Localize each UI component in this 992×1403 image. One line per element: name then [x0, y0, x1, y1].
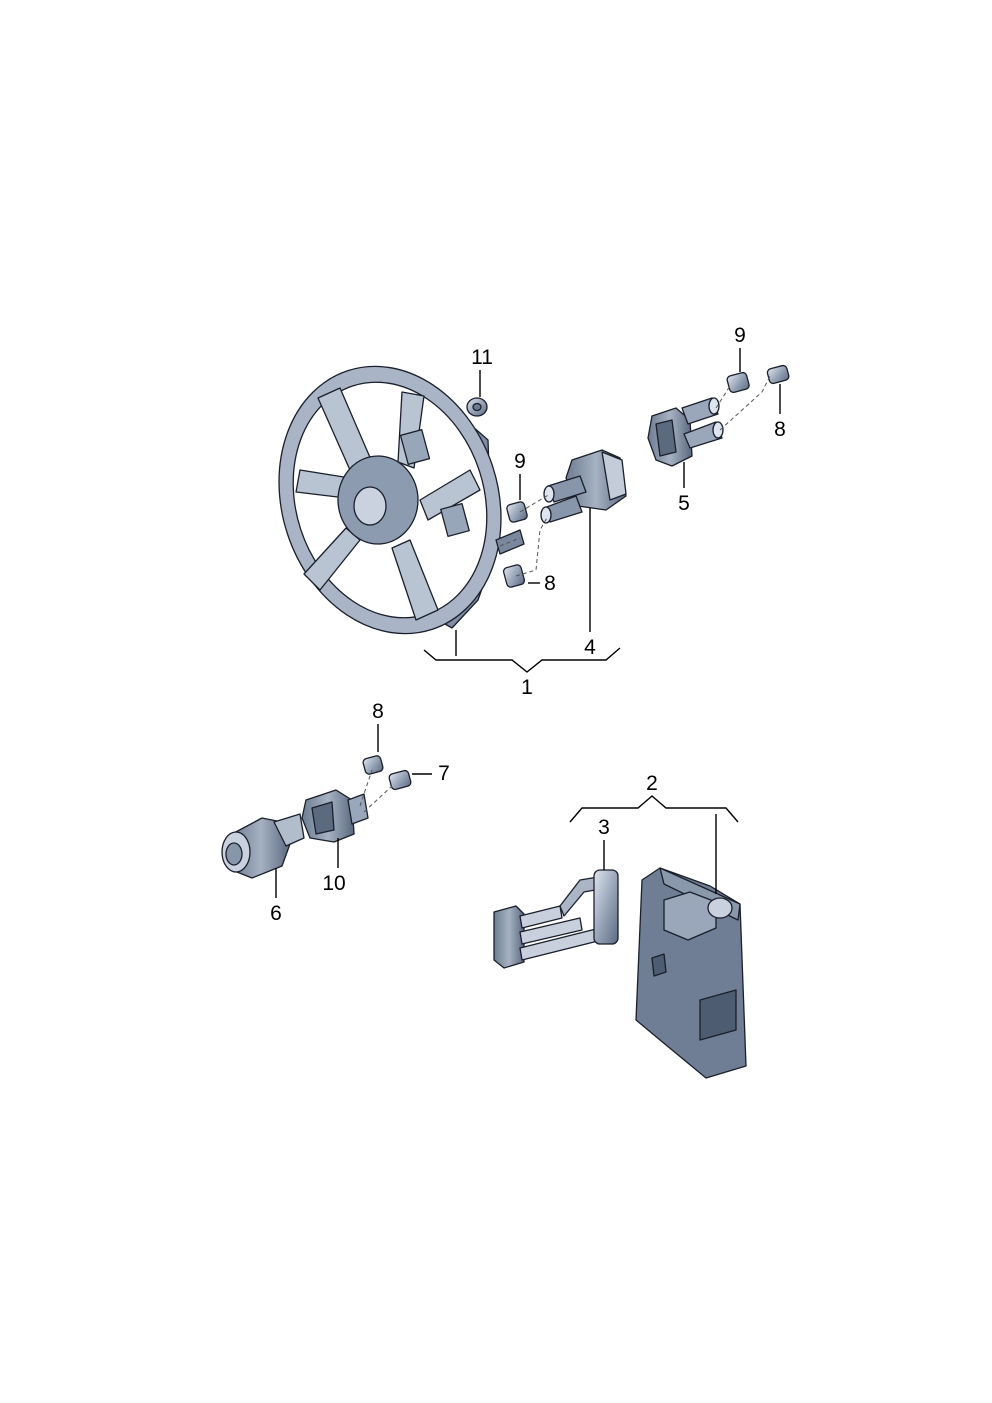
contact-8-switch	[362, 755, 384, 775]
callout-3: 3	[598, 816, 610, 839]
callout-1: 1	[521, 676, 533, 699]
callout-8-switch: 8	[372, 700, 384, 723]
connector-housing-4	[540, 449, 627, 524]
control-module-2	[635, 867, 747, 1079]
callout-labels: 11 9 9 8 8 8 5 4 1 7 10 6 2 3	[270, 324, 786, 925]
wiring-harness-3	[493, 869, 619, 969]
connector-housing-10	[301, 789, 369, 843]
contact-9-fan	[506, 501, 528, 523]
callout-10: 10	[322, 872, 345, 895]
radiator-fan-assembly	[278, 365, 525, 635]
callout-4: 4	[584, 636, 596, 659]
callout-8-fan: 8	[544, 572, 556, 595]
wire-path-fan	[499, 493, 551, 577]
thermo-switch-6	[221, 813, 305, 879]
callout-5: 5	[678, 492, 690, 515]
callout-8-right: 8	[774, 418, 786, 441]
contact-7	[388, 769, 412, 791]
callout-7: 7	[438, 762, 450, 785]
callout-2: 2	[646, 772, 658, 795]
wire-path-right	[715, 375, 771, 431]
connector-housing-5	[647, 397, 724, 467]
leader-lines	[275, 348, 781, 898]
contact-8-fan	[502, 564, 526, 588]
callout-11: 11	[471, 346, 493, 369]
callout-9-right: 9	[734, 324, 746, 347]
callout-9-fan: 9	[514, 450, 526, 473]
callout-6: 6	[270, 902, 282, 925]
nut-11	[466, 397, 488, 417]
contact-8-right	[766, 364, 790, 385]
contact-9-right	[726, 371, 750, 394]
wire-path-switch	[359, 769, 393, 813]
